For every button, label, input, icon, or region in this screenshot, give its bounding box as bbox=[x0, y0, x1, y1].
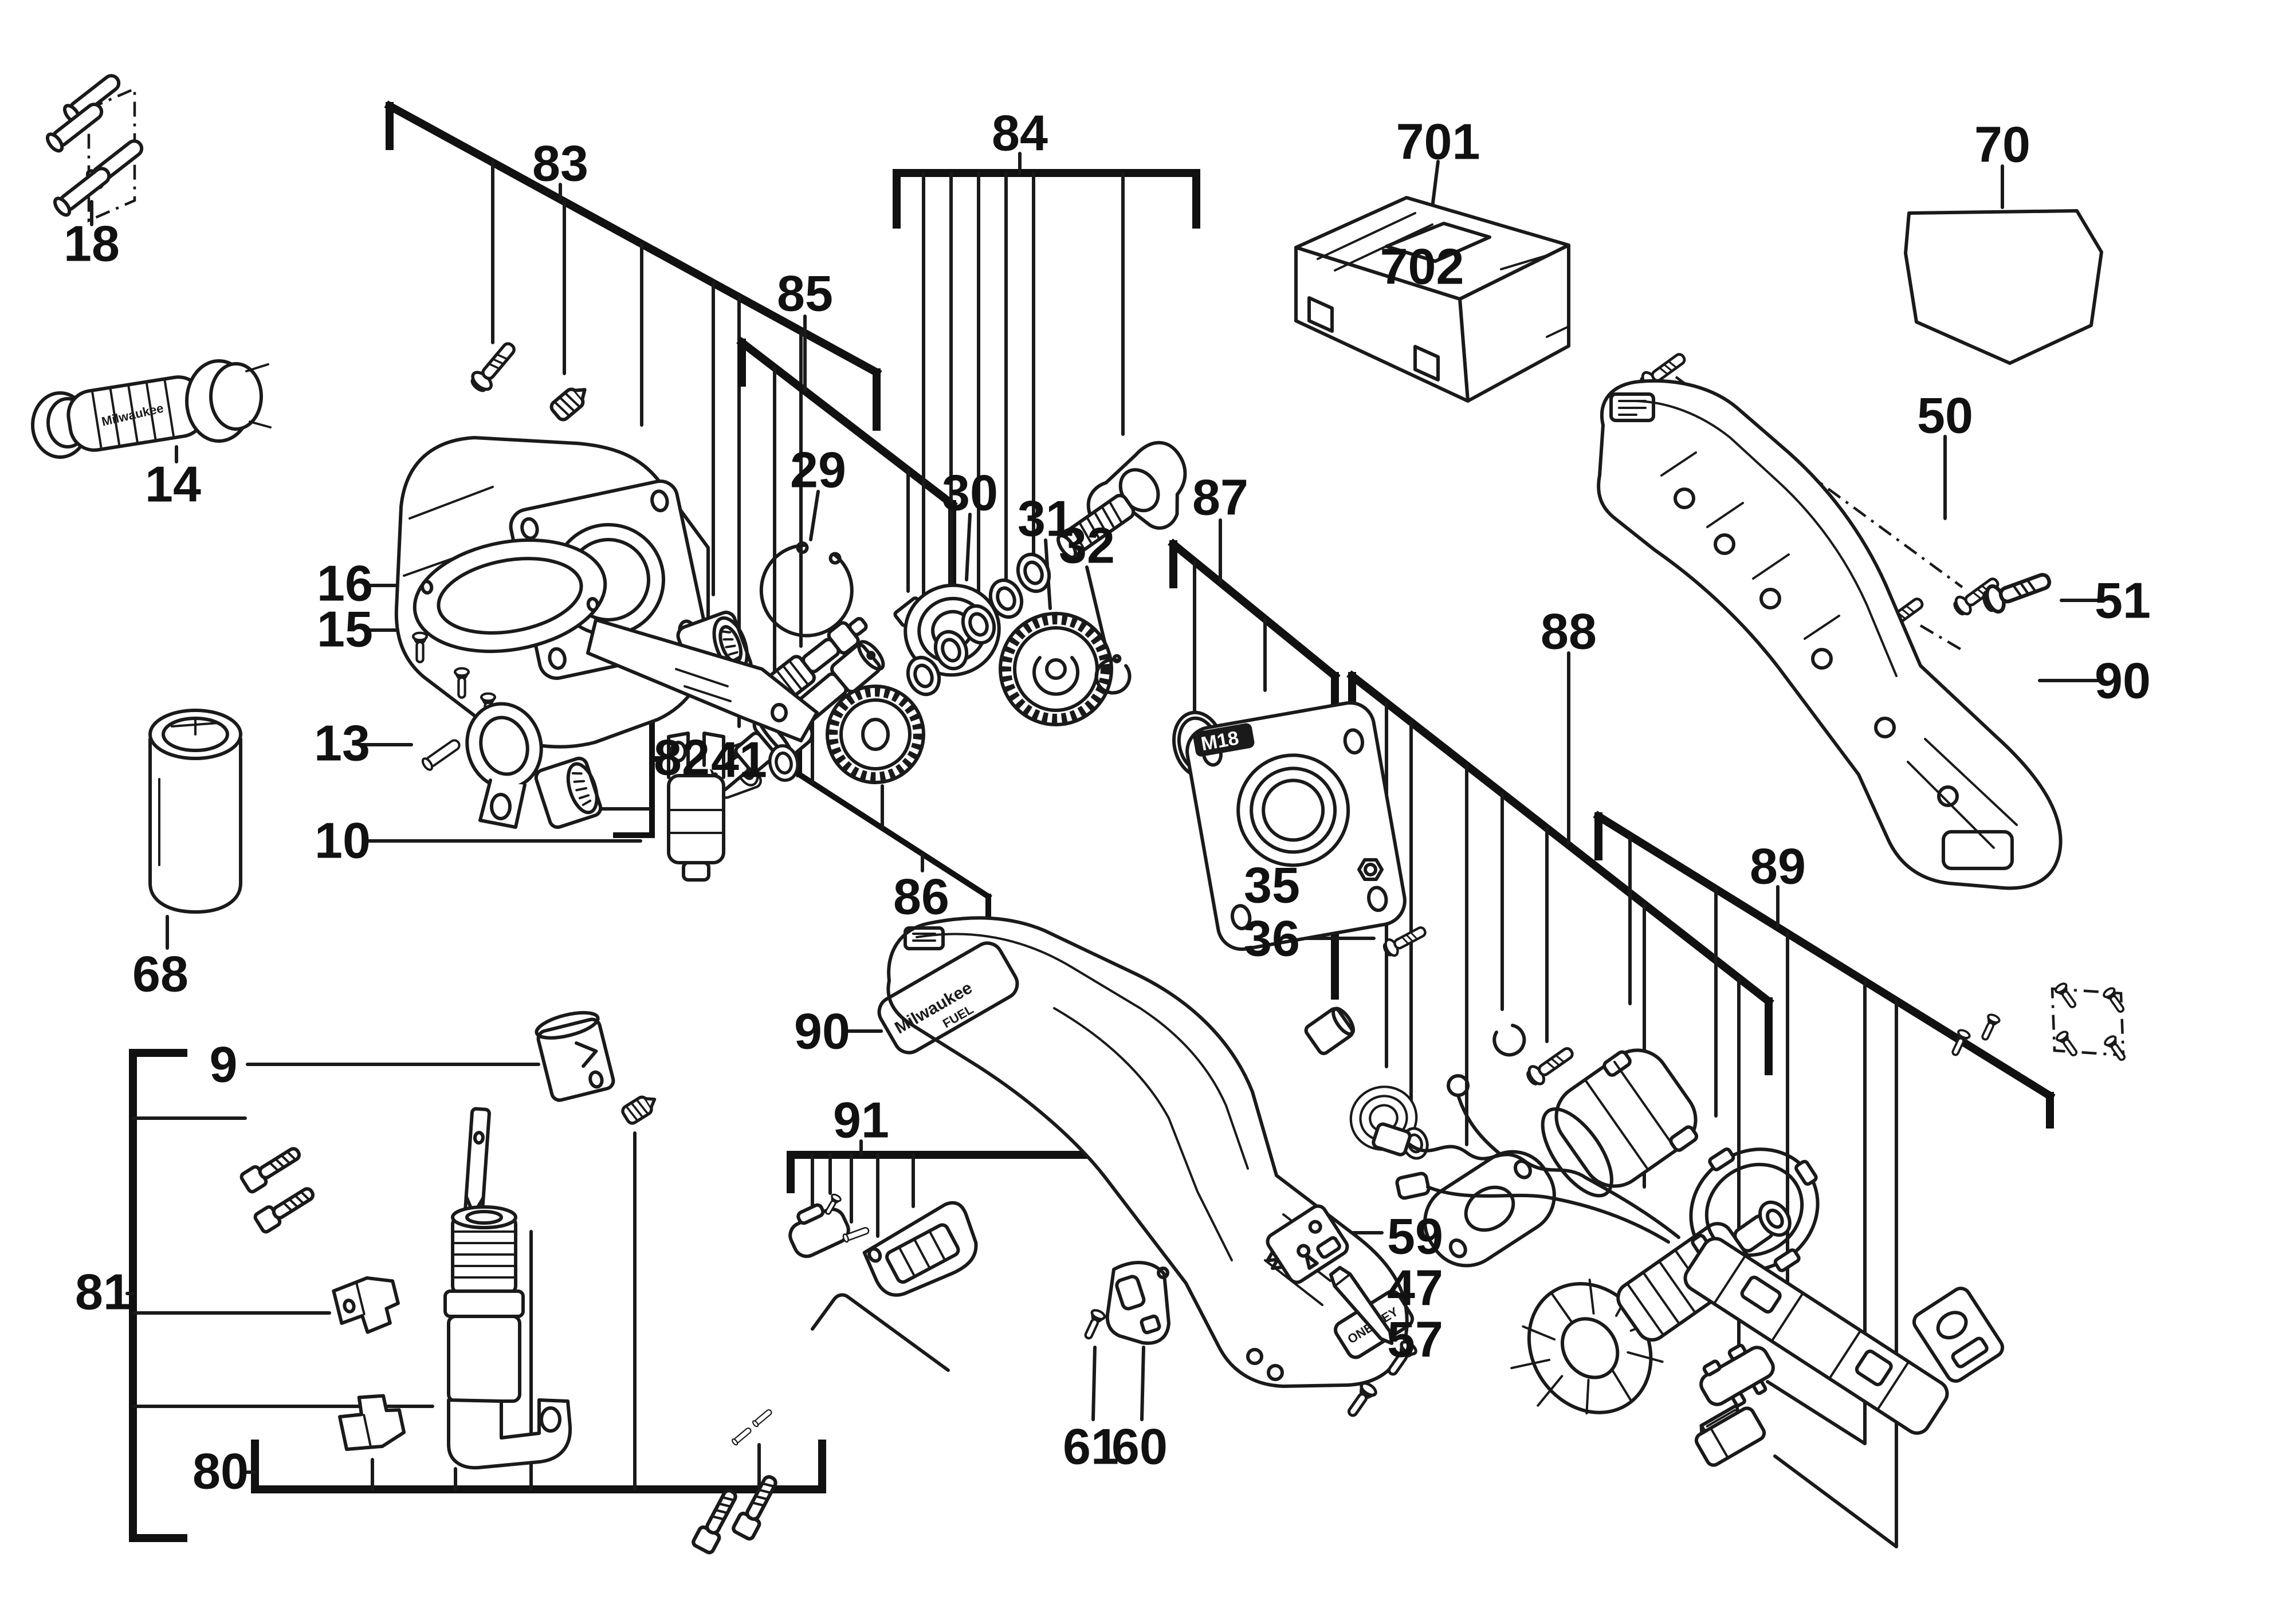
part-label-30: 30 bbox=[942, 465, 998, 521]
nut-35 bbox=[1357, 858, 1384, 881]
belt-clip-60 bbox=[1105, 1261, 1170, 1345]
part-label-81: 81 bbox=[75, 1264, 131, 1320]
snap-ring-32 bbox=[1094, 654, 1132, 695]
needle-bearing-82 bbox=[534, 756, 603, 829]
bracket-88 bbox=[1346, 670, 1774, 1075]
carrying-case-701 bbox=[1294, 196, 1570, 403]
part-label-70: 70 bbox=[1974, 116, 2030, 173]
screw-61 bbox=[1081, 1308, 1106, 1340]
part-label-90r: 90 bbox=[2095, 652, 2151, 709]
bracket-89 bbox=[1593, 811, 2056, 1128]
wire-harness-89 bbox=[1372, 1074, 2005, 1435]
part-label-18: 18 bbox=[64, 215, 120, 272]
gear-case-cover-87: M18 bbox=[1172, 701, 1407, 1055]
part-label-51: 51 bbox=[2095, 572, 2151, 629]
part-label-41: 41 bbox=[711, 732, 767, 788]
part-label-57: 57 bbox=[1387, 1311, 1443, 1368]
bushing-87 bbox=[1304, 1006, 1355, 1055]
part-label-35: 35 bbox=[1244, 857, 1300, 914]
case-handle-recess-702 bbox=[1385, 222, 1491, 263]
spindle-85 bbox=[711, 596, 926, 792]
retaining-ring-29 bbox=[759, 541, 854, 638]
button-plate-89 bbox=[1699, 1343, 1775, 1407]
part-label-13: 13 bbox=[314, 715, 370, 772]
part-label-84: 84 bbox=[992, 105, 1048, 162]
part-label-86: 86 bbox=[893, 868, 949, 925]
tube-68 bbox=[148, 709, 242, 914]
parts-layer: Milwaukee bbox=[31, 71, 2130, 1554]
bracket-84 bbox=[893, 169, 1200, 229]
yoke-82 bbox=[465, 702, 603, 829]
switch-59 bbox=[1266, 1204, 1349, 1284]
part-label-85: 85 bbox=[777, 265, 833, 322]
nameplate-decal-70 bbox=[1904, 209, 2103, 365]
part-label-91: 91 bbox=[833, 1092, 889, 1149]
screw-51 bbox=[1981, 567, 2053, 615]
part-label-10: 10 bbox=[315, 812, 371, 869]
gasket-plate-16 bbox=[413, 538, 819, 742]
bit-47 bbox=[1329, 1265, 1394, 1346]
set-screw-80 bbox=[621, 1091, 660, 1125]
part-label-50: 50 bbox=[1917, 387, 1973, 444]
part-label-59: 59 bbox=[1387, 1208, 1443, 1265]
stator-89 bbox=[1541, 1048, 1699, 1198]
part-label-90l: 90 bbox=[794, 1003, 850, 1060]
part-label-68: 68 bbox=[132, 946, 188, 1002]
part-label-29: 29 bbox=[790, 442, 846, 498]
bracket-83 bbox=[384, 100, 882, 431]
part-label-36: 36 bbox=[1244, 910, 1300, 967]
bracket-81 bbox=[129, 1049, 187, 1542]
part-label-88: 88 bbox=[1541, 603, 1597, 660]
part-label-31: 31 bbox=[1018, 490, 1074, 547]
clamp-rings-84 bbox=[903, 441, 1187, 699]
clamp-knob-84 bbox=[1056, 441, 1187, 559]
blade-80 bbox=[463, 1107, 491, 1217]
coupler-9 bbox=[535, 1010, 615, 1102]
battery-connector-kit-91 bbox=[788, 1192, 978, 1297]
pinion-86 bbox=[768, 617, 925, 784]
side-handle-14: Milwaukee bbox=[31, 359, 272, 459]
part-label-61: 61 bbox=[1063, 1418, 1119, 1475]
part-label-80: 80 bbox=[193, 1443, 249, 1500]
part-label-9: 9 bbox=[210, 1036, 238, 1093]
insulator-ring-89 bbox=[1689, 1147, 1820, 1272]
part-label-87: 87 bbox=[1192, 469, 1248, 526]
gear-31 bbox=[999, 612, 1113, 726]
part-label-83: 83 bbox=[532, 135, 588, 192]
pin-set-18 bbox=[45, 71, 146, 218]
part-label-702: 702 bbox=[1380, 238, 1464, 295]
circlip-88 bbox=[1492, 1024, 1526, 1057]
part-label-32: 32 bbox=[1059, 517, 1115, 574]
part-label-60: 60 bbox=[1111, 1418, 1168, 1475]
housing-right-90 bbox=[1597, 379, 2063, 890]
part-label-701: 701 bbox=[1396, 113, 1480, 170]
part-label-16: 16 bbox=[317, 555, 373, 612]
pin-13 bbox=[419, 736, 463, 773]
terminal-insert-89 bbox=[1694, 1403, 1766, 1467]
part-label-89: 89 bbox=[1750, 838, 1806, 895]
alignment-box-18 bbox=[87, 86, 136, 223]
screw-36 bbox=[1381, 922, 1428, 958]
anvil-10 bbox=[667, 732, 725, 882]
callout-lines bbox=[87, 86, 2125, 1548]
part-label-47: 47 bbox=[1387, 1260, 1443, 1316]
clamp-kit-81-80 bbox=[240, 1091, 950, 1554]
electronics-89 bbox=[1372, 981, 2130, 1467]
part-label-15: 15 bbox=[317, 601, 373, 658]
hex-key-80 bbox=[811, 1293, 950, 1372]
part-label-14: 14 bbox=[145, 456, 201, 513]
part-label-82: 82 bbox=[654, 729, 710, 786]
press-body-80 bbox=[443, 1205, 572, 1470]
